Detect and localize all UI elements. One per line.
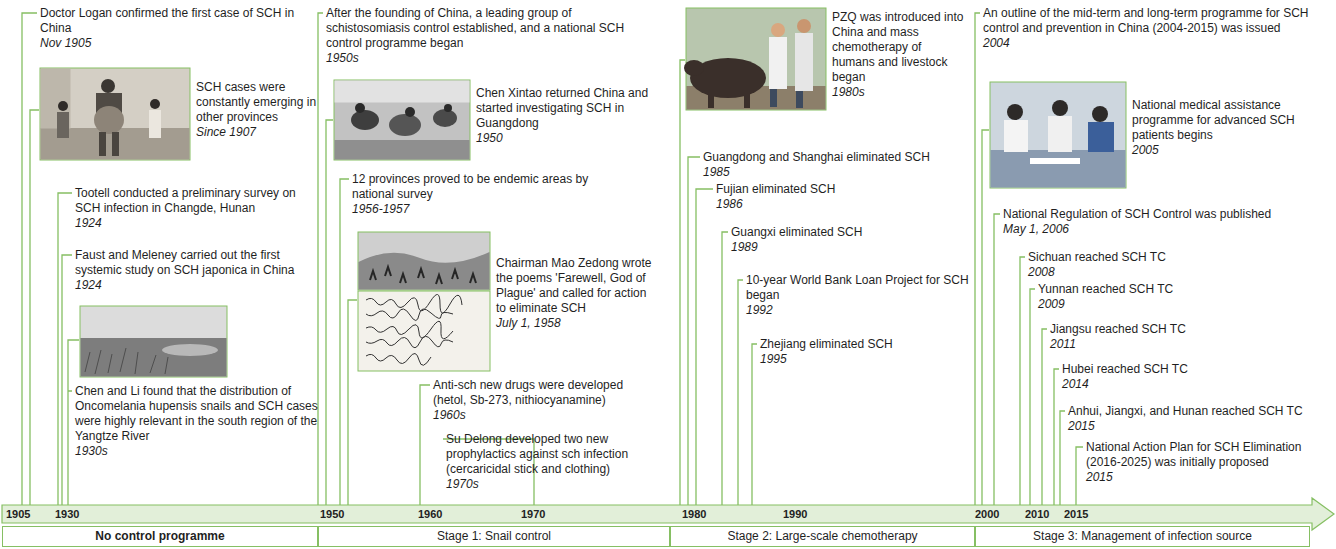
event-text: 12 provinces proved to be endemic areas … [352,172,612,202]
axis-year: 2010 [1025,506,1049,522]
date-label: 1995 [760,352,787,367]
event-text: National Action Plan for SCH Elimination… [1086,440,1332,470]
event-text: PZQ was introduced into China and mass c… [832,10,967,85]
event-text: Zhejiang eliminated SCH [760,337,960,352]
event-text: Tootell conducted a preliminary survey o… [75,186,315,216]
date-label: 1985 [703,165,730,180]
leader-lines [22,13,1083,505]
date-label: 2009 [1038,297,1065,312]
event-text: Guangdong and Shanghai eliminated SCH [703,150,963,165]
event-text: SCH cases were constantly emerging in ot… [196,80,318,125]
date-label: 2015 [1086,470,1113,485]
event-text: Yunnan reached SCH TC [1038,282,1288,297]
stage-name: Stage 1: Snail control [437,529,551,544]
medical-photo [990,82,1126,188]
axis-year: 1990 [783,506,807,522]
axis-year: 2000 [975,506,999,522]
event-text: Chairman Mao Zedong wrote the poems 'Far… [496,256,656,316]
date-label: 2014 [1062,377,1089,392]
axis-year: 1970 [521,506,545,522]
date-label: 1956-1957 [352,202,409,217]
event-text: 10-year World Bank Loan Project for SCH … [746,273,971,303]
event-text: Chen Xintao returned China and started i… [476,86,651,131]
event-text: Chen and Li found that the distribution … [75,384,320,444]
date-label: 1986 [716,197,743,212]
event-text: Anti-sch new drugs were developed (hetol… [433,378,658,408]
date-label: 1970s [446,477,479,492]
event-text: Sichuan reached SCH TC [1028,250,1278,265]
date-label: July 1, 1958 [496,316,561,331]
date-label: Since 1907 [196,125,256,140]
stage-name: No control programme [95,529,224,544]
date-label: 1950 [476,131,503,146]
event-text: After the founding of China, a leading g… [326,6,656,51]
date-label: 2011 [1050,337,1076,352]
campaign-photo [358,232,490,290]
axis-year: 1960 [418,506,442,522]
event-text: Faust and Meleney carried out the first … [75,248,315,278]
date-label: 1930s [75,444,108,459]
event-text: An outline of the mid-term and long-term… [983,6,1323,36]
event-text: Su Delong developed two new prophylactic… [446,432,661,477]
event-text: Doctor Logan confirmed the first case of… [40,6,320,36]
date-label: May 1, 2006 [1003,222,1069,237]
date-label: 2004 [983,36,1010,51]
date-label: 1992 [746,303,773,318]
date-label: 1960s [433,408,466,423]
stage-band: Stage 1: Snail control [318,526,670,547]
event-text: Hubei reached SCH TC [1062,362,1312,377]
stage-band: Stage 2: Large-scale chemotherapy [670,526,975,547]
event-text: Fujian eliminated SCH [716,182,936,197]
date-label: 1950s [326,51,359,66]
event-text: National Regulation of SCH Control was p… [1003,207,1313,222]
date-label: 2008 [1028,265,1055,280]
chemotherapy-photo [684,8,826,110]
landscape-photo [80,306,227,377]
date-label: 2015 [1068,419,1095,434]
event-text: Jiangsu reached SCH TC [1050,322,1300,337]
stage-band: No control programme [2,526,318,547]
field-survey-photo [334,80,470,160]
stage-band: Stage 3: Management of infection source [975,526,1310,547]
axis-year: 1905 [6,506,30,522]
handwriting-image [358,291,490,371]
axis-year: 1980 [682,506,706,522]
date-label: 1924 [75,216,102,231]
axis-year: 1950 [320,506,344,522]
stage-name: Stage 3: Management of infection source [1033,529,1252,544]
event-text: Anhui, Jiangxi, and Hunan reached SCH TC [1068,404,1330,419]
axis-year: 2015 [1064,506,1088,522]
date-label: 1924 [75,278,102,293]
event-text: Guangxi eliminated SCH [731,225,951,240]
date-label: 2005 [1132,143,1159,158]
stage-name: Stage 2: Large-scale chemotherapy [727,529,917,544]
axis-year: 1930 [55,506,79,522]
date-label: Nov 1905 [40,36,91,51]
historical-photo [40,68,190,160]
date-label: 1989 [731,240,758,255]
event-text: National medical assistance programme fo… [1132,98,1328,143]
date-label: 1980s [832,85,865,100]
